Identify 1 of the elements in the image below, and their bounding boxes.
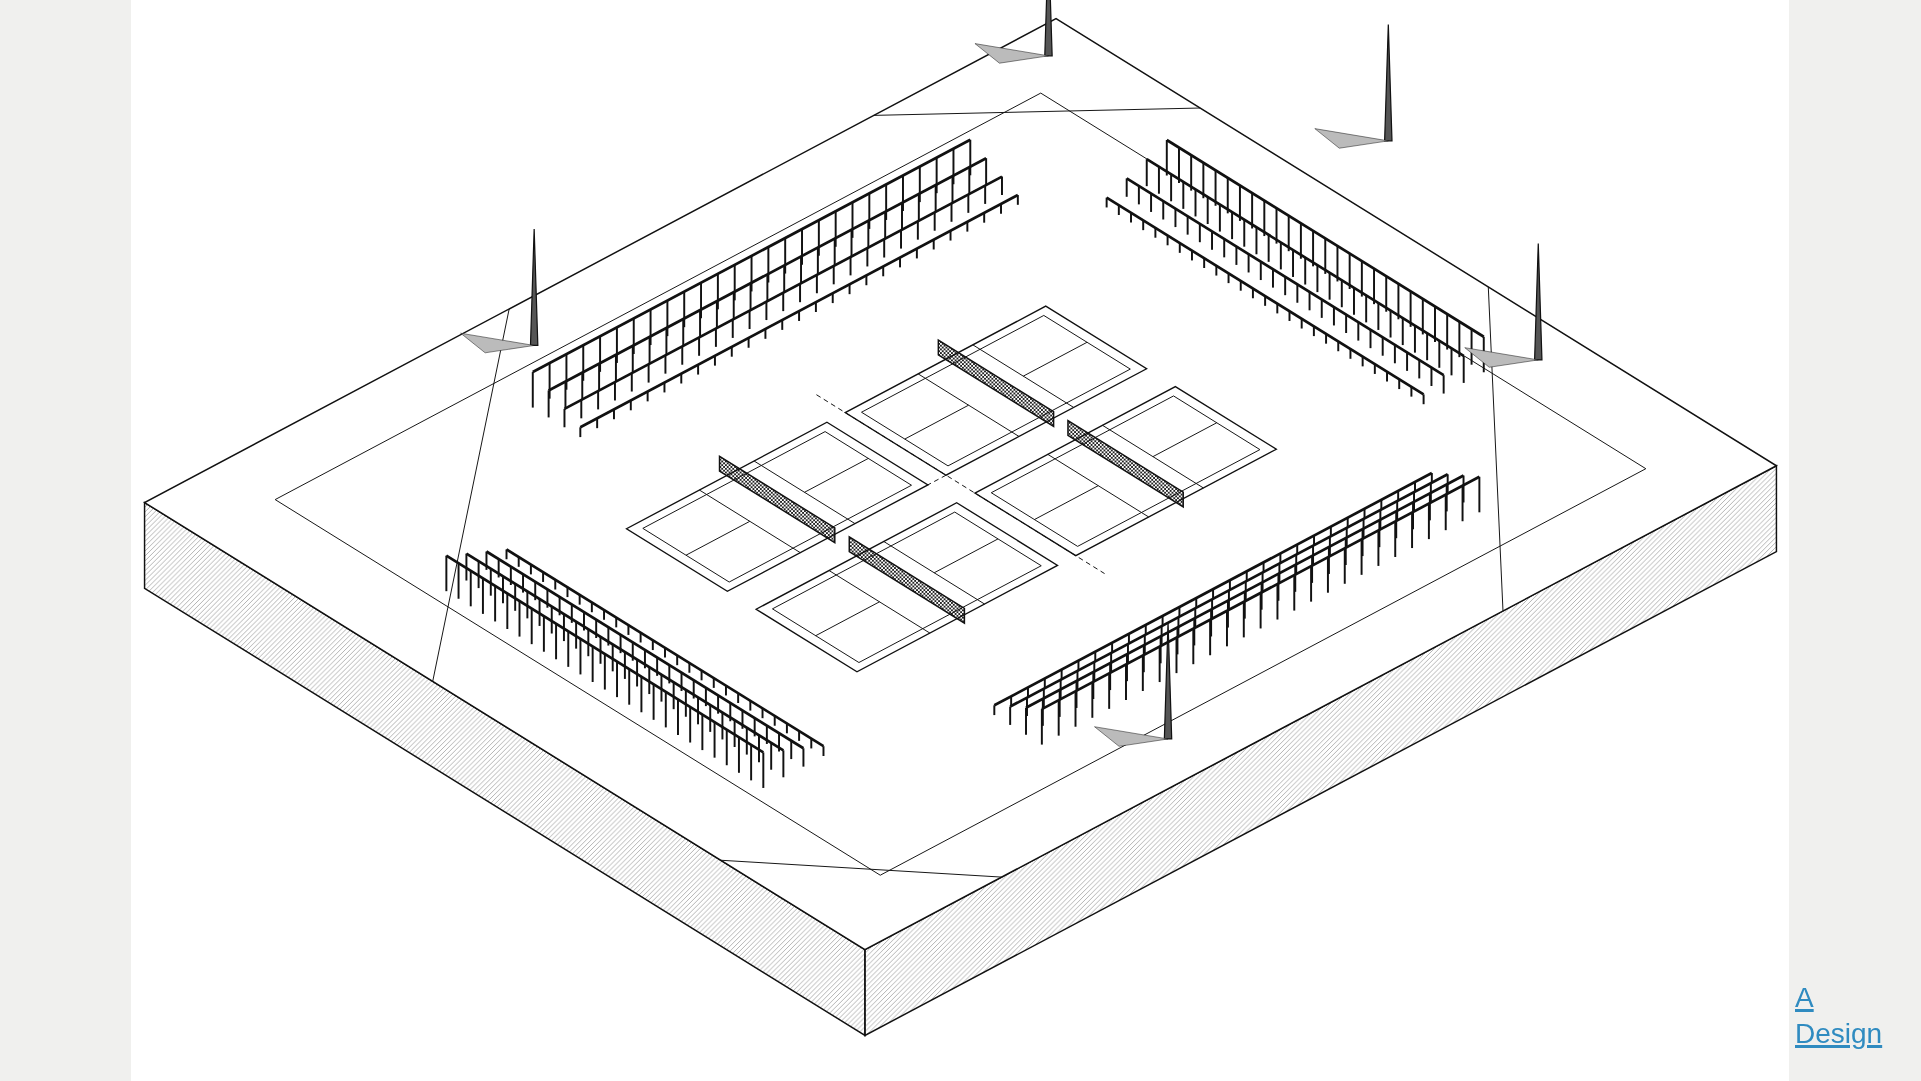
text-link: A Design bbox=[1795, 981, 1884, 1051]
